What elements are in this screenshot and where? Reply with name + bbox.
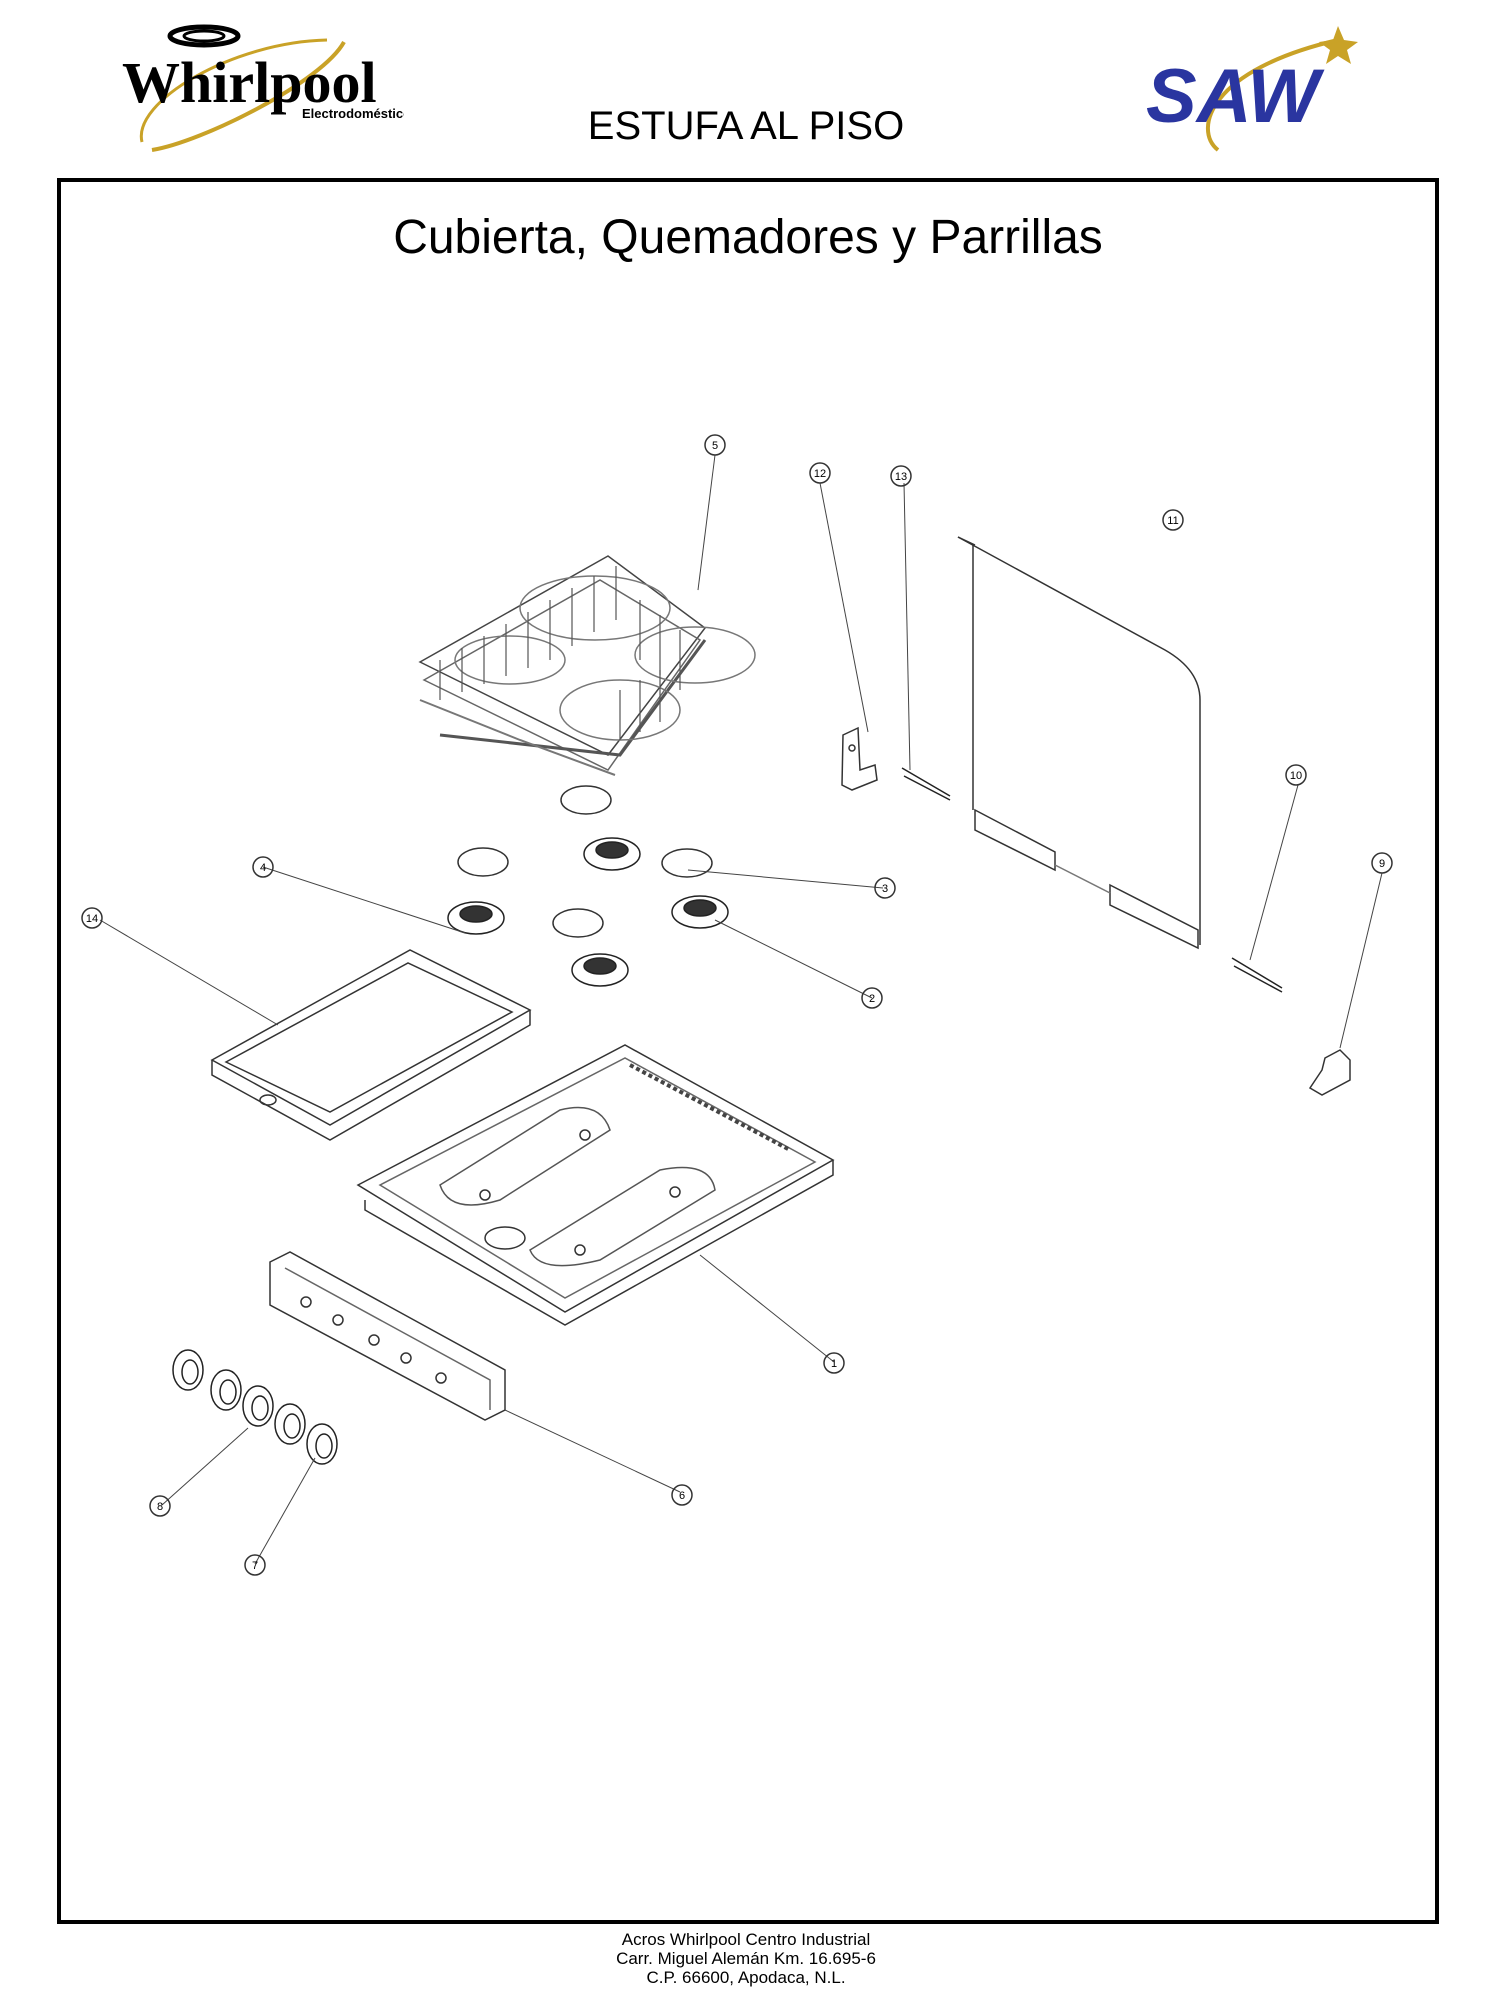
saw-wordmark: SAW [1146,54,1325,139]
svg-text:3: 3 [882,883,888,895]
footer-address: Acros Whirlpool Centro Industrial Carr. … [0,1930,1492,1987]
footer-line-2: Carr. Miguel Alemán Km. 16.695-6 [616,1949,876,1968]
screws-part [901,767,1283,993]
svg-text:12: 12 [814,468,826,480]
whirlpool-subtext: Electrodomésticos [302,106,404,121]
svg-text:2: 2 [869,993,875,1005]
diagram-frame [57,178,1439,1924]
end-cap-part [1308,1049,1351,1096]
saw-logo: SAW [1146,26,1358,152]
cooktop-part [356,1044,835,1326]
burners-part [447,837,729,987]
footer-line-3: C.P. 66600, Apodaca, N.L. [646,1968,846,1987]
backguard-part [957,536,1201,950]
callout-4: 4 [252,856,274,878]
whirlpool-logo: Whirlpool Electrodomésticos [122,24,404,152]
bracket-part [841,726,878,791]
callout-1: 1 [823,1352,845,1374]
callout-7: 7 [244,1554,266,1576]
svg-text:1: 1 [831,1358,837,1370]
griddle-frame-part [210,949,532,1141]
knobs-part [172,1349,338,1465]
callout-8: 8 [149,1495,171,1517]
diagram-title: Cubierta, Quemadores y Parrillas [393,211,1103,264]
svg-text:4: 4 [260,862,266,874]
control-panel-part [269,1251,506,1421]
svg-text:14: 14 [86,913,98,925]
callout-11: 11 [1162,509,1184,531]
callout-10: 10 [1285,764,1307,786]
callout-13: 13 [890,465,912,487]
svg-text:9: 9 [1379,858,1385,870]
callout-3: 3 [874,877,896,899]
grates-part [418,555,756,776]
burner-caps-part [457,785,713,938]
svg-text:7: 7 [252,1560,258,1572]
document-title: ESTUFA AL PISO [587,104,905,148]
leader-lines [99,454,1383,1565]
svg-text:8: 8 [157,1501,163,1513]
callout-9: 9 [1371,852,1393,874]
callout-12: 12 [809,462,831,484]
svg-text:10: 10 [1290,770,1302,782]
callout-5: 5 [704,434,726,456]
svg-text:5: 5 [712,440,718,452]
callout-6: 6 [671,1484,693,1506]
svg-text:13: 13 [895,471,907,483]
footer-line-1: Acros Whirlpool Centro Industrial [621,1930,871,1949]
whirlpool-wordmark: Whirlpool [122,50,377,115]
svg-text:11: 11 [1167,515,1178,527]
svg-text:6: 6 [679,1490,685,1502]
callout-2: 2 [861,987,883,1009]
callout-14: 14 [81,907,103,929]
